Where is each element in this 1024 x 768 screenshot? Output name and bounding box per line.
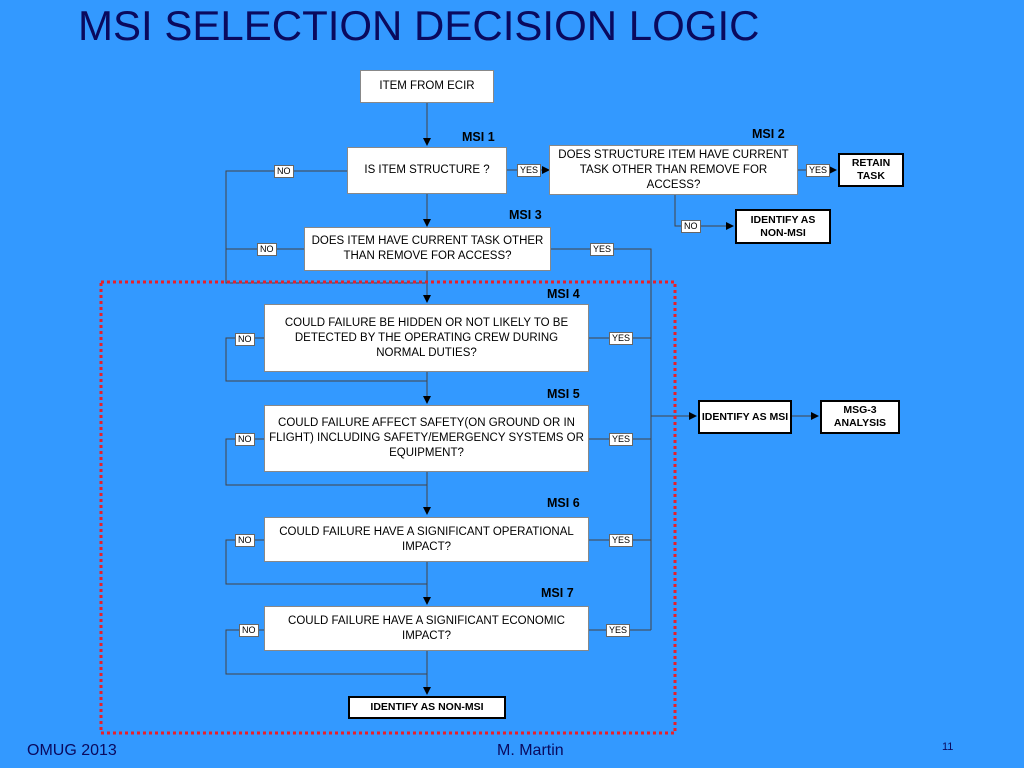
msi6-no-tag: NO bbox=[235, 534, 255, 547]
msg3-analysis-box: MSG-3 ANALYSIS bbox=[820, 400, 900, 434]
msi7-label: MSI 7 bbox=[541, 586, 574, 600]
footer-event: OMUG 2013 bbox=[27, 742, 117, 759]
msi5-label: MSI 5 bbox=[547, 387, 580, 401]
identify-non-msi-top-box: IDENTIFY AS NON-MSI bbox=[735, 209, 831, 244]
msi4-label: MSI 4 bbox=[547, 287, 580, 301]
msi3-label: MSI 3 bbox=[509, 208, 542, 222]
item-from-ecir-box: ITEM FROM ECIR bbox=[360, 70, 494, 103]
page-number: 11 bbox=[942, 741, 954, 753]
msi6-yes-tag: YES bbox=[609, 534, 634, 547]
identify-msi-box: IDENTIFY AS MSI bbox=[698, 400, 792, 434]
page-title: MSI SELECTION DECISION LOGIC bbox=[78, 2, 760, 49]
msi6-label: MSI 6 bbox=[547, 496, 580, 510]
msi4-question-box: COULD FAILURE BE HIDDEN OR NOT LIKELY TO… bbox=[264, 304, 589, 372]
msi1-label: MSI 1 bbox=[462, 130, 495, 144]
msi3-question-box: DOES ITEM HAVE CURRENT TASK OTHER THAN R… bbox=[304, 227, 551, 271]
msi2-no-tag: NO bbox=[681, 220, 701, 233]
msi1-no-tag: NO bbox=[274, 165, 294, 178]
msi6-question-box: COULD FAILURE HAVE A SIGNIFICANT OPERATI… bbox=[264, 517, 589, 562]
msi5-yes-tag: YES bbox=[609, 433, 634, 446]
msi5-no-tag: NO bbox=[235, 433, 255, 446]
msi2-question-box: DOES STRUCTURE ITEM HAVE CURRENT TASK OT… bbox=[549, 145, 798, 195]
msi1-yes-tag: YES bbox=[517, 164, 542, 177]
msi3-yes-tag: YES bbox=[590, 243, 615, 256]
msi7-no-tag: NO bbox=[239, 624, 259, 637]
msi3-no-tag: NO bbox=[257, 243, 277, 256]
msi2-yes-tag: YES bbox=[806, 164, 831, 177]
msi1-question-box: IS ITEM STRUCTURE ? bbox=[347, 147, 507, 194]
msi7-question-box: COULD FAILURE HAVE A SIGNIFICANT ECONOMI… bbox=[264, 606, 589, 651]
footer-author: M. Martin bbox=[497, 742, 564, 759]
msi5-question-box: COULD FAILURE AFFECT SAFETY(ON GROUND OR… bbox=[264, 405, 589, 472]
retain-task-box: RETAIN TASK bbox=[838, 153, 904, 187]
msi4-yes-tag: YES bbox=[609, 332, 634, 345]
msi4-no-tag: NO bbox=[235, 333, 255, 346]
msi7-yes-tag: YES bbox=[606, 624, 631, 637]
identify-non-msi-bottom-box: IDENTIFY AS NON-MSI bbox=[348, 696, 506, 719]
msi2-label: MSI 2 bbox=[752, 127, 785, 141]
msi-group-dotted-border bbox=[99, 280, 677, 735]
